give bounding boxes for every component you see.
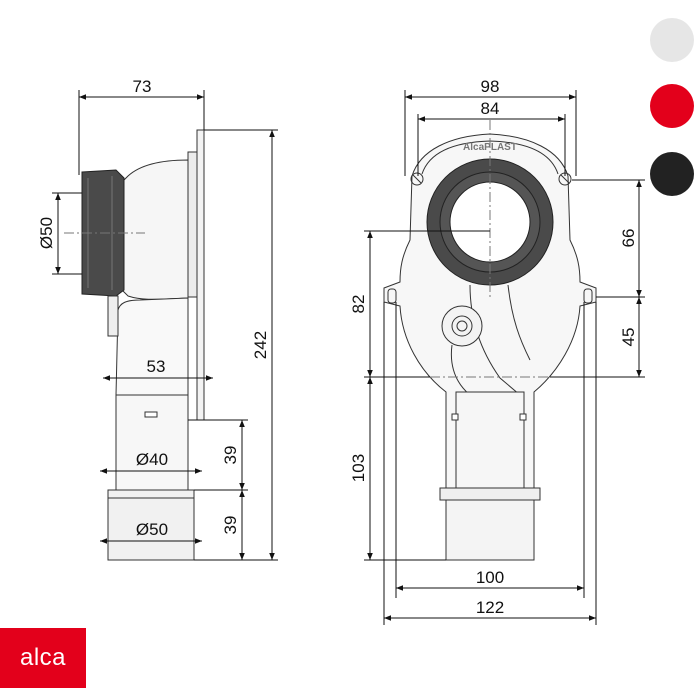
side-view <box>64 129 205 561</box>
front-view <box>383 120 597 561</box>
dim-width-top: 73 <box>133 77 152 96</box>
front-slot-left <box>387 288 397 304</box>
embossed-brand: AlcaPLAST <box>463 142 517 153</box>
front-dimensions <box>364 90 645 625</box>
alca-logo: alca <box>0 628 86 688</box>
front-valve-knob <box>441 305 483 347</box>
dim-height-pipe: 39 <box>221 446 240 465</box>
side-pipe <box>115 394 189 491</box>
dim-pipe-dia: Ø40 <box>136 450 168 469</box>
side-body <box>121 159 189 300</box>
front-screw-left <box>410 172 424 186</box>
side-tab <box>107 295 119 337</box>
side-outlet <box>107 489 195 561</box>
side-dimensions <box>52 90 278 561</box>
dim-offset: 53 <box>147 357 166 376</box>
dim-width-total: 122 <box>476 598 504 617</box>
front-slot-right <box>583 288 593 304</box>
dim-height-upper: 66 <box>619 229 638 248</box>
color-swatch-white[interactable] <box>650 18 694 62</box>
dim-height-left-upper: 82 <box>349 295 368 314</box>
color-swatch-red[interactable] <box>650 84 694 128</box>
side-wall-plate <box>196 129 205 421</box>
color-swatch-black[interactable] <box>650 152 694 196</box>
front-outlet <box>439 487 541 501</box>
dim-width-inner: 84 <box>481 99 500 118</box>
dim-inlet-dia: Ø50 <box>37 217 56 249</box>
dim-outlet-dia: Ø50 <box>136 520 168 539</box>
dim-height-outlet: 39 <box>221 516 240 535</box>
dim-height-left-lower: 103 <box>349 454 368 482</box>
dim-width-base: 100 <box>476 568 504 587</box>
alca-logo-text: alca <box>19 644 67 671</box>
dim-width-outer: 98 <box>481 77 500 96</box>
side-flange <box>187 151 198 298</box>
dim-height-total: 242 <box>251 331 270 359</box>
front-pipe <box>455 391 525 489</box>
dim-height-mid: 45 <box>619 328 638 347</box>
